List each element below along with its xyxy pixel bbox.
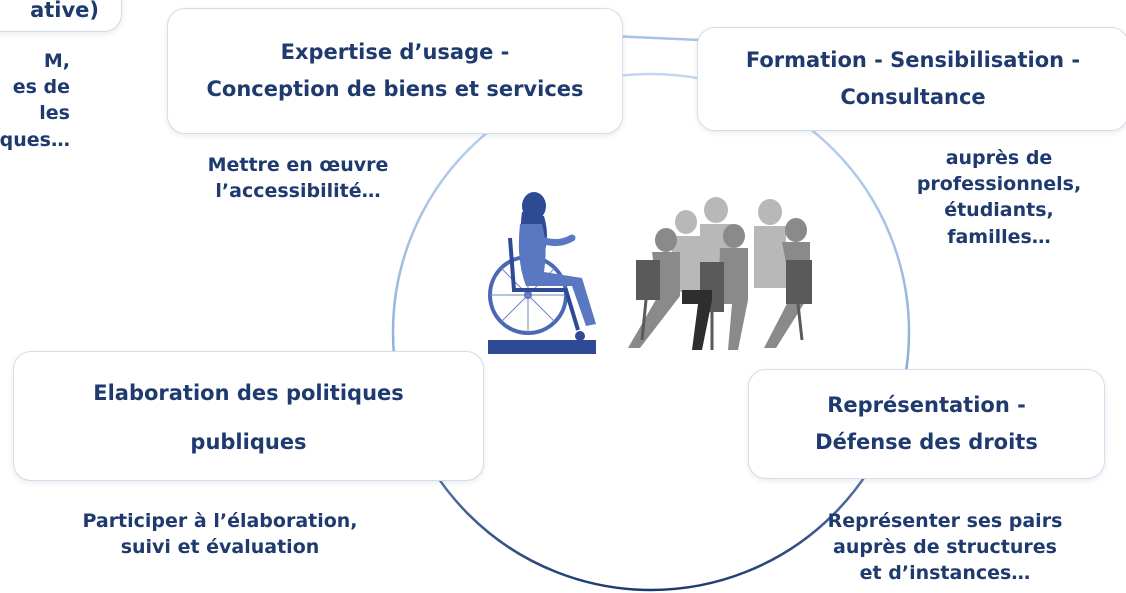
caption-top-left-line-1: M, (43, 50, 70, 72)
box-representation-title-1: Représentation - (827, 393, 1026, 418)
caption-representation-line-3: et d’instances… (859, 562, 1031, 585)
wheelchair-speaker-audience-icon (488, 192, 812, 354)
box-formation: Formation - Sensibilisation - Consultanc… (697, 27, 1126, 131)
caption-top-left-line-4: ques… (0, 128, 70, 151)
caption-representation-line-2: auprès de structures (833, 536, 1057, 559)
caption-expertise-line-1: Mettre en œuvre (207, 154, 389, 176)
caption-representation: Représenter ses pairs auprès de structur… (820, 508, 1070, 587)
box-representation-title-2: Défense des droits (815, 430, 1038, 454)
caption-top-left-line-3: les (39, 102, 70, 125)
caption-formation-line-2: professionnels, (916, 173, 1082, 196)
caption-expertise: Mettre en œuvre l’accessibilité… (188, 152, 408, 204)
box-partial-line-1: ative) (30, 0, 99, 22)
caption-formation-line-3: étudiants, (944, 199, 1054, 222)
caption-formation: auprès de professionnels, étudiants, fam… (904, 145, 1094, 250)
box-elaboration-title-1: Elaboration des politiques (93, 380, 404, 405)
caption-representation-line-1: Représenter ses pairs (827, 510, 1063, 532)
caption-elaboration-line-1: Participer à l’élaboration, (82, 510, 358, 532)
caption-elaboration: Participer à l’élaboration, suivi et éva… (40, 508, 400, 560)
caption-formation-line-1: auprès de (945, 147, 1053, 169)
caption-formation-line-4: familles… (947, 225, 1051, 248)
caption-top-left-line-2: es de (12, 76, 70, 99)
box-expertise: Expertise d’usage - Conception de biens … (167, 8, 623, 134)
stage-platform (488, 340, 596, 354)
caption-expertise-line-2: l’accessibilité… (215, 180, 381, 203)
box-partial-top-left: ative) (0, 0, 122, 32)
box-elaboration: Elaboration des politiques publiques (13, 351, 484, 481)
caption-elaboration-line-2: suivi et évaluation (120, 536, 320, 559)
box-representation: Représentation - Défense des droits (748, 369, 1105, 479)
box-elaboration-title-2: publiques (190, 430, 307, 455)
box-expertise-title-1: Expertise d’usage - (280, 40, 510, 65)
caption-top-left-partial: M, es de les ques… (0, 48, 70, 153)
box-expertise-title-2: Conception de biens et services (206, 77, 584, 101)
box-formation-title-1: Formation - Sensibilisation - (745, 48, 1081, 73)
box-formation-title-2: Consultance (840, 85, 986, 109)
